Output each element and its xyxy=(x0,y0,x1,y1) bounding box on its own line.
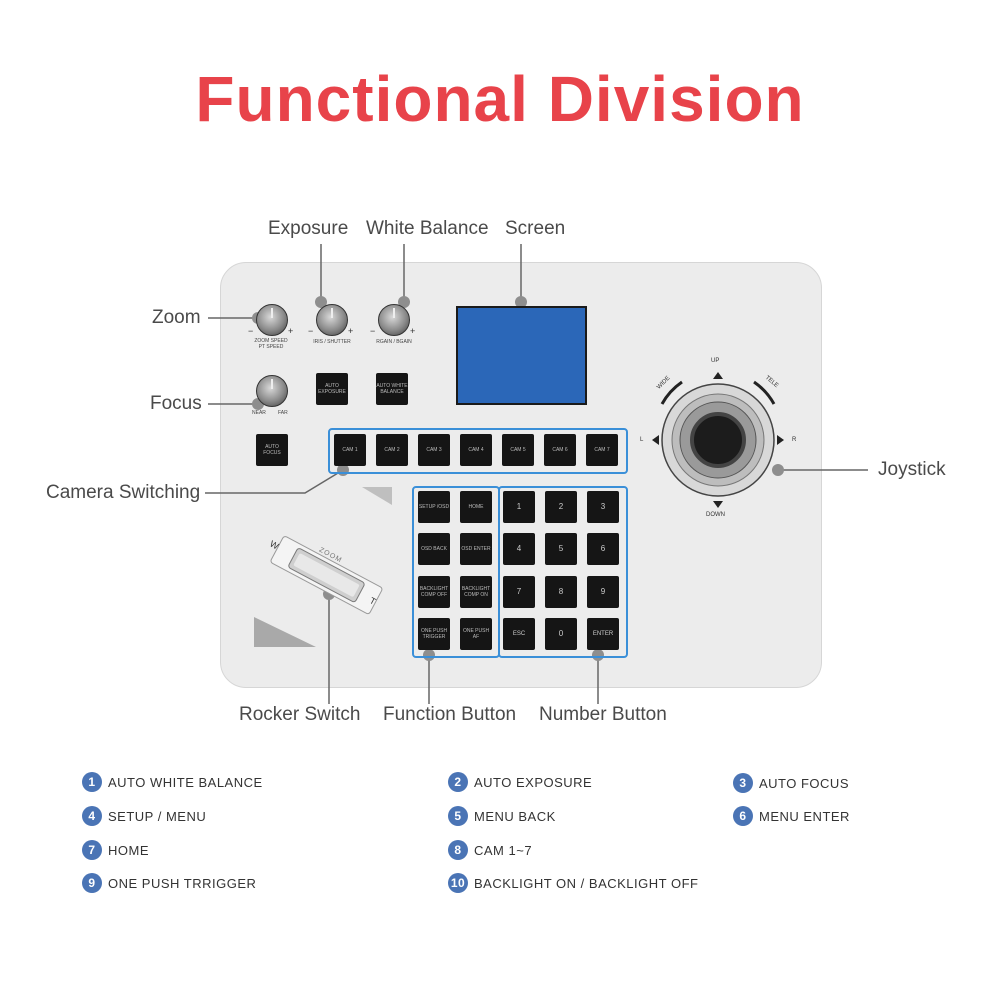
legend-item: 10 BACKLIGHT ON / BACKLIGHT OFF xyxy=(448,873,698,893)
joystick-down-label: DOWN xyxy=(706,512,725,518)
callout-screen: Screen xyxy=(505,218,566,239)
callout-function-button: Function Button xyxy=(383,704,517,725)
legend-item: 1 AUTO WHITE BALANCE xyxy=(82,772,263,792)
one-push-af-button[interactable]: ONE PUSH AF xyxy=(460,618,492,650)
iris-minus-label: − xyxy=(308,326,314,336)
osd-back-button[interactable]: OSD BACK xyxy=(418,533,450,565)
callout-exposure: Exposure xyxy=(268,218,349,239)
number-key-6[interactable]: 6 xyxy=(587,533,619,565)
number-key-0[interactable]: 0 xyxy=(545,618,577,650)
legend-badge: 8 xyxy=(448,840,468,860)
lcd-screen xyxy=(456,306,587,405)
callout-rocker-switch: Rocker Switch xyxy=(239,704,361,725)
rocker-switch[interactable] xyxy=(262,528,390,624)
cam-6-button[interactable]: CAM 6 xyxy=(544,434,576,466)
auto-white-balance-button[interactable]: AUTO WHITE BALANCE xyxy=(376,373,408,405)
focus-near-label: NEAR xyxy=(252,410,266,416)
number-key-1[interactable]: 1 xyxy=(503,491,535,523)
legend-item: 7 HOME xyxy=(82,840,149,860)
backlight-comp-off-button[interactable]: BACKLIGHT COMP OFF xyxy=(418,576,450,608)
camera-switching-group xyxy=(328,428,628,474)
number-key-8[interactable]: 8 xyxy=(545,576,577,608)
legend-item: 8 CAM 1~7 xyxy=(448,840,532,860)
focus-far-label: FAR xyxy=(278,410,288,416)
legend-badge: 6 xyxy=(733,806,753,826)
zoom-speed-knob[interactable] xyxy=(256,304,288,336)
page-title: Functional Division xyxy=(195,63,805,135)
legend-label: MENU BACK xyxy=(474,808,556,824)
cam-2-button[interactable]: CAM 2 xyxy=(376,434,408,466)
legend-badge: 2 xyxy=(448,772,468,792)
cam-5-button[interactable]: CAM 5 xyxy=(502,434,534,466)
gain-minus-label: − xyxy=(370,326,376,336)
number-key-4[interactable]: 4 xyxy=(503,533,535,565)
joystick-up-label: UP xyxy=(711,358,720,364)
legend-badge: 3 xyxy=(733,773,753,793)
legend-label: HOME xyxy=(108,842,149,858)
iris-plus-label: + xyxy=(348,326,354,336)
callout-camera-switching: Camera Switching xyxy=(46,482,201,503)
gain-knob-label: RGAIN / BGAIN xyxy=(376,339,412,345)
iris-knob-label: IRIS / SHUTTER xyxy=(313,339,351,345)
legend-item: 5 MENU BACK xyxy=(448,806,556,826)
zoom-plus-label: + xyxy=(288,326,294,336)
home-button[interactable]: HOME xyxy=(460,491,492,523)
legend-badge: 1 xyxy=(82,772,102,792)
legend-label: BACKLIGHT ON / BACKLIGHT OFF xyxy=(474,875,699,891)
legend-badge: 7 xyxy=(82,840,102,860)
number-key-7[interactable]: 7 xyxy=(503,576,535,608)
callout-white-balance: White Balance xyxy=(366,218,489,239)
callout-zoom: Zoom xyxy=(152,307,201,328)
panel-decorations xyxy=(254,487,392,647)
zoom-knob-label: ZOOM SPEED PT SPEED xyxy=(254,338,288,350)
backlight-comp-on-button[interactable]: BACKLIGHT COMP ON xyxy=(460,576,492,608)
decor-triangle-large xyxy=(254,617,316,647)
zoom-minus-label: − xyxy=(248,326,254,336)
legend-item: 4 SETUP / MENU xyxy=(82,806,206,826)
one-push-trigger-button[interactable]: ONE PUSH TRIGGER xyxy=(418,618,450,650)
callout-joystick: Joystick xyxy=(878,459,946,480)
gain-plus-label: + xyxy=(410,326,416,336)
legend-item: 6 MENU ENTER xyxy=(733,806,850,826)
cam-4-button[interactable]: CAM 4 xyxy=(460,434,492,466)
joystick-right-label: R xyxy=(792,437,797,443)
legend-label: MENU ENTER xyxy=(759,808,850,824)
legend-item: 3 AUTO FOCUS xyxy=(733,773,849,793)
focus-knob[interactable] xyxy=(256,375,288,407)
legend-badge: 4 xyxy=(82,806,102,826)
auto-focus-button[interactable]: AUTO FOCUS xyxy=(256,434,288,466)
legend-label: AUTO EXPOSURE xyxy=(474,774,593,790)
legend-badge: 9 xyxy=(82,873,102,893)
cam-7-button[interactable]: CAM 7 xyxy=(586,434,618,466)
legend-label: AUTO FOCUS xyxy=(759,775,849,791)
number-button-group xyxy=(498,486,628,658)
legend-label: SETUP / MENU xyxy=(108,808,207,824)
esc-key[interactable]: ESC xyxy=(503,618,535,650)
number-key-5[interactable]: 5 xyxy=(545,533,577,565)
auto-exposure-button[interactable]: AUTO EXPOSURE xyxy=(316,373,348,405)
legend-item: 2 AUTO EXPOSURE xyxy=(448,772,592,792)
setup-osd-button[interactable]: SETUP /OSD xyxy=(418,491,450,523)
legend-label: AUTO WHITE BALANCE xyxy=(108,774,263,790)
joystick[interactable] xyxy=(650,370,800,520)
cam-1-button[interactable]: CAM 1 xyxy=(334,434,366,466)
gain-knob[interactable] xyxy=(378,304,410,336)
number-key-2[interactable]: 2 xyxy=(545,491,577,523)
osd-enter-button[interactable]: OSD ENTER xyxy=(460,533,492,565)
legend-badge: 10 xyxy=(448,873,468,893)
legend-label: ONE PUSH TRRIGGER xyxy=(108,875,257,891)
number-key-9[interactable]: 9 xyxy=(587,576,619,608)
callout-number-button: Number Button xyxy=(539,704,667,725)
legend-badge: 5 xyxy=(448,806,468,826)
cam-3-button[interactable]: CAM 3 xyxy=(418,434,450,466)
iris-shutter-knob[interactable] xyxy=(316,304,348,336)
number-key-3[interactable]: 3 xyxy=(587,491,619,523)
legend-label: CAM 1~7 xyxy=(474,842,533,858)
joystick-left-label: L xyxy=(640,437,644,443)
enter-key[interactable]: ENTER xyxy=(587,618,619,650)
callout-focus: Focus xyxy=(150,393,202,414)
decor-triangle-small xyxy=(362,487,392,505)
legend-item: 9 ONE PUSH TRRIGGER xyxy=(82,873,256,893)
